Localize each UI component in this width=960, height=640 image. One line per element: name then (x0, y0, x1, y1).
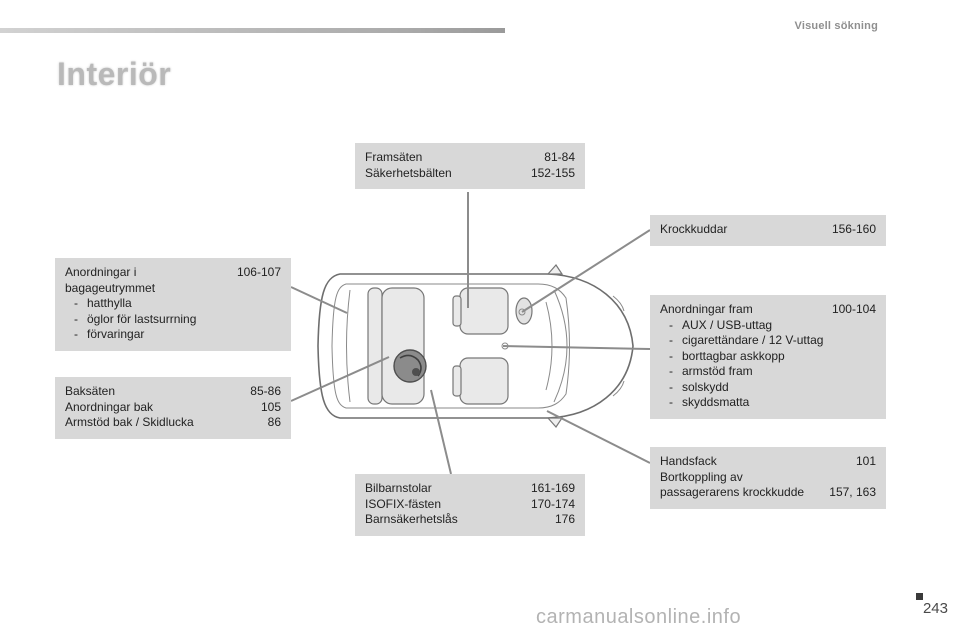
index-bullet: cigarettändare / 12 V-uttag (660, 333, 876, 349)
index-bullet: armstöd fram (660, 364, 876, 380)
index-row: Säkerhetsbälten 152-155 (365, 166, 575, 182)
callout-bilbarnstolar: Bilbarnstolar 161-169 ISOFIX-fästen 170-… (355, 474, 585, 536)
index-row: Bilbarnstolar 161-169 (365, 481, 575, 497)
index-bullet: förvaringar (65, 327, 281, 343)
front-seats (452, 287, 533, 405)
index-pages: 106-107 (236, 265, 281, 279)
index-label: Anordningar bak (65, 399, 154, 414)
index-label: Armstöd bak / Skidlucka (65, 415, 194, 429)
index-label: Handsfack (660, 454, 717, 468)
steering-wheel (515, 297, 533, 325)
bullet-text: förvaringar (87, 327, 145, 341)
index-pages: 157, 163 (829, 485, 876, 499)
index-label: Baksäten (65, 384, 116, 398)
callout-baksaten: Baksäten 85-86 Anordningar bak 105 Armst… (55, 377, 291, 439)
child-seat (393, 349, 427, 383)
index-pages: 101 (855, 454, 876, 468)
index-row: Bortkoppling av passagerarens krockkudde… (660, 470, 876, 501)
index-pages: 176 (554, 512, 575, 526)
side-mirrors (546, 264, 564, 428)
header-bar (0, 28, 505, 33)
car-top-view-svg (317, 264, 634, 428)
watermark-text: carmanualsonline.info (536, 606, 742, 628)
index-row: Barnsäkerhetslås 176 (365, 512, 575, 528)
index-bullet: öglor för lastsurrning (65, 312, 281, 328)
index-row: Framsäten 81-84 (365, 150, 575, 166)
page-title: Interiör (57, 56, 172, 92)
rear-window-line (346, 289, 351, 403)
index-row: ISOFIX-fästen 170-174 (365, 497, 575, 513)
index-pages: 100-104 (831, 302, 876, 316)
index-pages: 152-155 (530, 165, 575, 180)
callout-bagageutrymmet: Anordningar i bagageutrymmet 106-107 hat… (55, 258, 291, 351)
index-label: Anordningar fram (660, 302, 753, 316)
index-label: Krockkuddar (660, 222, 728, 236)
callout-handsfack: Handsfack 101 Bortkoppling av passagerar… (650, 447, 886, 509)
index-label: Barnsäkerhetslås (365, 512, 458, 526)
index-row: Krockkuddar 156-160 (660, 222, 876, 238)
index-pages: 161-169 (530, 481, 575, 495)
bullet-text: cigarettändare / 12 V-uttag (682, 333, 824, 347)
section-label: Visuell sökning (794, 20, 878, 32)
bullet-text: öglor för lastsurrning (87, 311, 197, 326)
windshield-line (553, 289, 568, 403)
index-bullet: solskydd (660, 380, 876, 396)
page-number: 243 (922, 600, 948, 617)
index-bullet: AUX / USB-uttag (660, 318, 876, 334)
index-pages: 105 (260, 399, 281, 414)
callout-anordningar-fram: Anordningar fram 100-104 AUX / USB-uttag… (650, 295, 886, 419)
index-row: Handsfack 101 (660, 454, 876, 470)
index-pages: 156-160 (831, 222, 876, 236)
rear-bench-seat (367, 287, 425, 405)
index-pages: 85-86 (250, 384, 281, 398)
callout-krockkuddar: Krockkuddar 156-160 (650, 215, 886, 246)
bullet-text: skyddsmatta (682, 395, 750, 409)
index-row: Armstöd bak / Skidlucka 86 (65, 415, 281, 431)
index-label: Bilbarnstolar (365, 481, 432, 495)
index-row: Anordningar bak 105 (65, 400, 281, 416)
index-row: Baksäten 85-86 (65, 384, 281, 400)
index-bullet: borttagbar askkopp (660, 349, 876, 365)
index-label: Framsäten (365, 150, 423, 164)
car-top-view-diagram (310, 262, 642, 430)
index-label: Anordningar i bagageutrymmet (65, 265, 156, 295)
callout-framsaten: Framsäten 81-84 Säkerhetsbälten 152-155 (355, 143, 585, 189)
index-pages: 170-174 (530, 496, 575, 511)
index-pages: 86 (267, 415, 281, 429)
bullet-text: solskydd (682, 379, 729, 394)
dashboard-line (545, 301, 553, 391)
index-pages: 81-84 (544, 150, 575, 164)
page-marker-square (916, 593, 923, 600)
index-row: Anordningar i bagageutrymmet 106-107 (65, 265, 281, 296)
bullet-text: armstöd fram (682, 364, 753, 378)
bullet-text: borttagbar askkopp (682, 348, 785, 363)
index-label: Bortkoppling av passagerarens krockkudde (660, 469, 805, 500)
index-bullet: skyddsmatta (660, 395, 876, 411)
bullet-text: hatthylla (87, 296, 132, 310)
index-bullet: hatthylla (65, 296, 281, 312)
index-label: ISOFIX-fästen (365, 496, 442, 511)
index-row: Anordningar fram 100-104 (660, 302, 876, 318)
index-label: Säkerhetsbälten (365, 165, 452, 180)
bullet-text: AUX / USB-uttag (682, 317, 773, 332)
